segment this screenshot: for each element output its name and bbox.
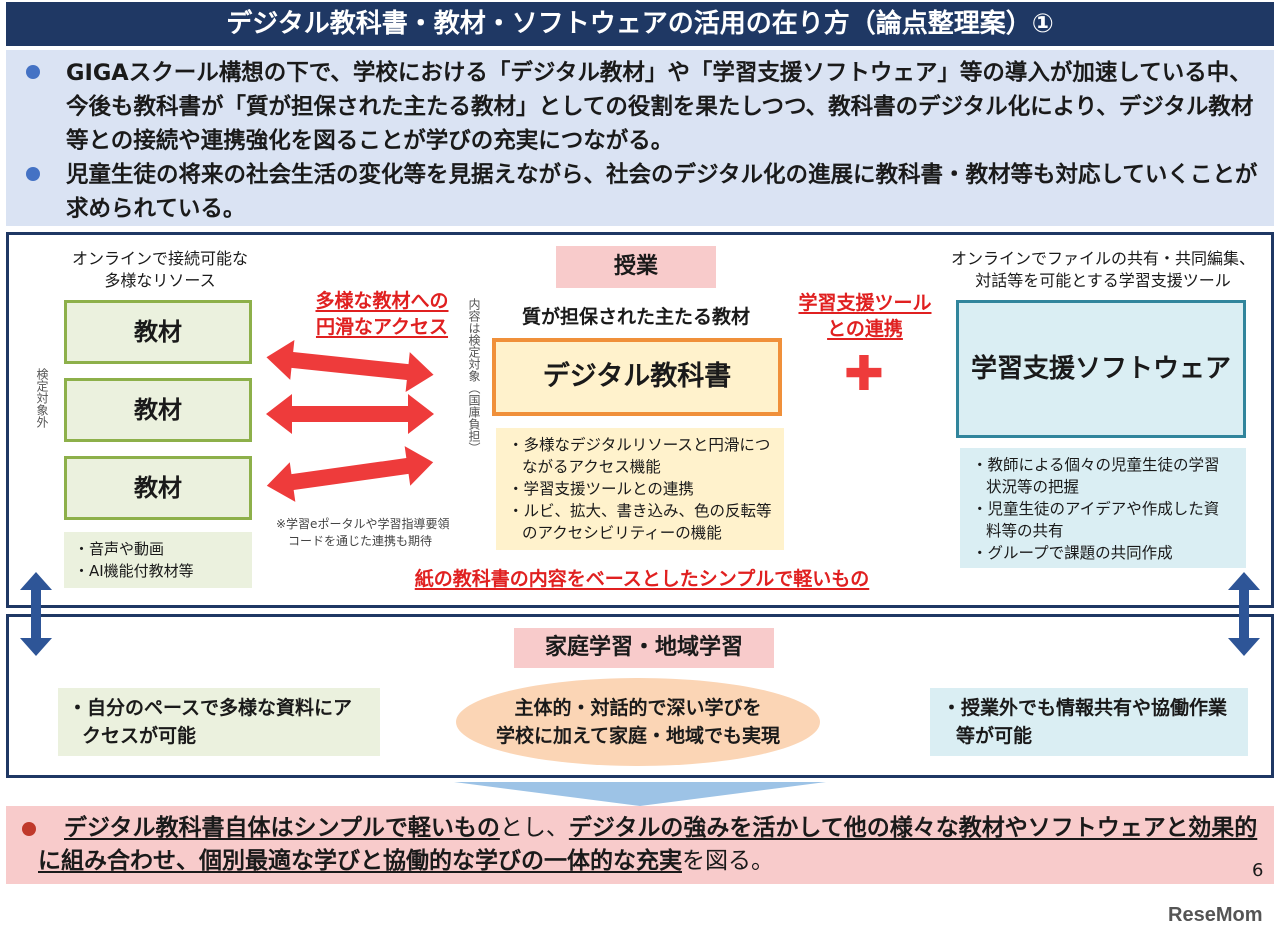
access-arrows (264, 337, 436, 506)
software-box: 学習支援ソフトウェア (956, 300, 1246, 438)
bullet-dot-icon (26, 167, 40, 181)
home-right-box: ・授業外でも情報共有や協働作業等が可能 (930, 688, 1248, 756)
home-center-ellipse: 主体的・対話的で深い学びを 学校に加えて家庭・地域でも実現 (456, 678, 820, 766)
down-chevron-icon (454, 782, 826, 806)
home-left-box: ・自分のペースで多様な資料にアクセスが可能 (58, 688, 380, 756)
center-vertical-note: 内容は検定対象（国庫負担） (467, 298, 481, 454)
tool-link-label: 学習支援ツール との連携 (798, 292, 932, 340)
conclusion-banner: デジタル教科書自体はシンプルで軽いものとし、デジタルの強みを活かして他の様々な教… (6, 806, 1274, 884)
double-arrow-icon (266, 394, 434, 434)
footnote: ※学習eポータルや学習指導要領 コードを通じた連携も期待 (276, 517, 450, 548)
home-study-label: 家庭学習・地域学習 (514, 628, 774, 668)
intro-bullet-1: GIGAスクール構想の下で、学校における「デジタル教材」や「学習支援ソフトウェア… (26, 56, 1266, 158)
textbook-features: ・多様なデジタルリソースと円滑につながるアクセス機能 ・学習支援ツールとの連携 … (496, 428, 784, 550)
right-updown-arrow-icon (1228, 572, 1260, 656)
lesson-label: 授業 (556, 246, 716, 288)
conclusion-text: デジタル教科書自体はシンプルで軽いものとし、デジタルの強みを活かして他の様々な教… (38, 815, 1258, 874)
kyozai-box-2: 教材 (64, 378, 252, 442)
left-vertical-note: 検定対象外 (35, 368, 49, 428)
intro-bullet-2: 児童生徒の将来の社会生活の変化等を見据えながら、社会のデジタル化の進展に教科書・… (26, 158, 1266, 226)
resemom-logo: ReseMom (1168, 904, 1263, 926)
kyozai-box-3: 教材 (64, 456, 252, 520)
digital-textbook-box: デジタル教科書 (492, 338, 782, 416)
plus-icon: ✚ (843, 346, 885, 402)
left-updown-arrow-icon (20, 572, 52, 656)
bullet-dot-icon (22, 822, 36, 836)
quality-label: 質が担保された主たる教材 (521, 306, 750, 328)
simple-note: 紙の教科書の内容をベースとしたシンプルで軽いもの (414, 568, 870, 590)
page-title: デジタル教科書・教材・ソフトウェアの活用の在り方（論点整理案）① (6, 2, 1274, 46)
access-label: 多様な教材への 円滑なアクセス (315, 290, 449, 338)
left-heading: オンラインで接続可能な 多様なリソース (71, 249, 248, 290)
intro-box: GIGAスクール構想の下で、学校における「デジタル教材」や「学習支援ソフトウェア… (6, 50, 1274, 226)
kyozai-box-1: 教材 (64, 300, 252, 364)
bullet-dot-icon (26, 65, 40, 79)
double-arrow-icon (264, 337, 436, 395)
double-arrow-icon (264, 442, 436, 506)
software-notes: ・教師による個々の児童生徒の学習状況等の把握 ・児童生徒のアイデアや作成した資料… (960, 448, 1246, 568)
left-note-box: ・音声や動画 ・AI機能付教材等 (64, 532, 252, 588)
page-number: 6 (1252, 860, 1264, 881)
right-heading: オンラインでファイルの共有・共同編集、 対話等を可能とする学習支援ツール (950, 249, 1255, 290)
